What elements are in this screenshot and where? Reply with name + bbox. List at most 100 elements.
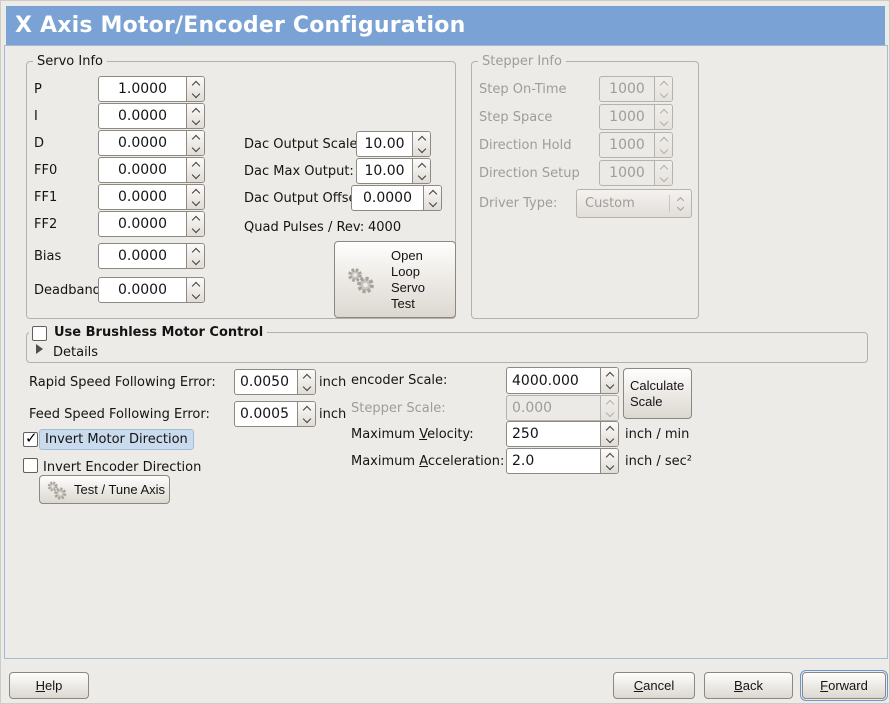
direction-setup-spinner xyxy=(654,161,672,185)
spin-down-button[interactable] xyxy=(601,381,618,394)
chevron-up-icon xyxy=(191,281,200,290)
dac-max-output-input[interactable] xyxy=(357,159,412,183)
dac-output-offset-spinbox xyxy=(351,185,442,211)
cancel-button[interactable]: Cancel xyxy=(613,672,695,699)
servo-p-input[interactable] xyxy=(99,77,186,101)
servo-info-frame-title: Servo Info xyxy=(33,54,107,69)
maximum-acceleration-input[interactable] xyxy=(507,449,600,473)
encoder-scale-spinbox xyxy=(506,367,619,394)
help-button[interactable]: Help xyxy=(9,672,89,699)
spin-up-button[interactable] xyxy=(298,370,315,382)
use-brushless-checkbox[interactable] xyxy=(32,326,47,341)
servo-ff0-input[interactable] xyxy=(99,158,186,182)
back-button[interactable]: Back xyxy=(704,672,793,699)
open-loop-servo-test-button[interactable]: Open Loop Servo Test xyxy=(334,241,456,318)
spin-up-button[interactable] xyxy=(187,244,204,256)
spin-up-button[interactable] xyxy=(187,77,204,89)
chevron-down-icon xyxy=(302,414,311,423)
servo-deadband-input[interactable] xyxy=(99,278,186,302)
chevron-down-icon xyxy=(191,143,200,152)
servo-info-frame: Servo Info xyxy=(26,54,456,319)
direction-setup-input xyxy=(600,161,654,185)
spin-up-button[interactable] xyxy=(424,186,441,198)
encoder-scale-input[interactable] xyxy=(507,368,600,393)
spin-up-button[interactable] xyxy=(601,368,618,381)
spin-up-button[interactable] xyxy=(601,449,618,461)
servo-d-input[interactable] xyxy=(99,131,186,155)
chevron-down-icon xyxy=(302,382,311,391)
spin-down-button[interactable] xyxy=(298,414,315,426)
spin-down-button[interactable] xyxy=(601,434,618,446)
dac-output-offset-input[interactable] xyxy=(352,186,423,210)
dac-output-scale-input[interactable] xyxy=(357,132,412,156)
servo-deadband-spinbox xyxy=(98,277,205,303)
maximum-acceleration-spinner xyxy=(600,449,618,473)
spin-up-button[interactable] xyxy=(187,278,204,290)
test-tune-axis-button[interactable]: Test / Tune Axis xyxy=(39,475,170,504)
servo-ff2-spinner xyxy=(186,212,204,236)
maximum-acceleration-unit: inch / sec² xyxy=(625,454,693,469)
spin-down-button[interactable] xyxy=(187,290,204,302)
spin-down-button[interactable] xyxy=(187,116,204,128)
spin-up-button[interactable] xyxy=(187,104,204,116)
servo-p-spinner xyxy=(186,77,204,101)
spin-up-button[interactable] xyxy=(187,212,204,224)
servo-d-label: D xyxy=(34,136,45,151)
spin-up-button[interactable] xyxy=(413,132,430,144)
servo-ff1-input[interactable] xyxy=(99,185,186,209)
spin-down-button[interactable] xyxy=(187,143,204,155)
chevron-up-icon xyxy=(417,162,426,171)
servo-ff1-label: FF1 xyxy=(34,190,58,205)
spin-down-button[interactable] xyxy=(601,461,618,473)
rapid-following-error-spinner xyxy=(297,370,315,394)
chevron-down-icon xyxy=(191,116,200,125)
feed-following-error-input[interactable] xyxy=(235,402,297,426)
spin-down-button[interactable] xyxy=(298,382,315,394)
spin-down-button xyxy=(601,408,618,420)
spin-down-button[interactable] xyxy=(424,198,441,210)
spin-down-button[interactable] xyxy=(187,170,204,182)
chevron-down-icon xyxy=(605,408,614,417)
servo-bias-input[interactable] xyxy=(99,244,186,268)
spin-up-button[interactable] xyxy=(601,422,618,434)
spin-up-button[interactable] xyxy=(298,402,315,414)
chevron-down-icon xyxy=(191,170,200,179)
spin-down-button[interactable] xyxy=(187,256,204,268)
servo-ff1-spinner xyxy=(186,185,204,209)
calculate-scale-button[interactable]: Calculate Scale xyxy=(623,368,692,419)
dac-max-output-label: Dac Max Output: xyxy=(244,164,354,179)
maximum-velocity-input[interactable] xyxy=(507,422,600,446)
spin-down-button xyxy=(655,173,672,185)
spin-down-button[interactable] xyxy=(187,224,204,236)
chevron-up-icon xyxy=(659,80,668,89)
spin-up-button[interactable] xyxy=(187,185,204,197)
feed-following-error-spinbox xyxy=(234,401,316,427)
spin-up-button[interactable] xyxy=(187,158,204,170)
spin-down-button[interactable] xyxy=(187,89,204,101)
rapid-following-error-input[interactable] xyxy=(235,370,297,394)
invert-encoder-direction-checkbox[interactable] xyxy=(23,458,38,473)
invert-motor-direction-label[interactable]: Invert Motor Direction xyxy=(39,429,194,450)
step-space-label: Step Space xyxy=(479,110,553,125)
invert-encoder-direction-label[interactable]: Invert Encoder Direction xyxy=(43,460,202,475)
expander-triangle-icon[interactable] xyxy=(36,344,43,354)
stepper-scale-spinner xyxy=(600,396,618,420)
servo-ff0-spinner xyxy=(186,158,204,182)
invert-motor-direction-checkbox[interactable] xyxy=(23,429,38,447)
spin-down-button[interactable] xyxy=(413,171,430,183)
spin-down-button[interactable] xyxy=(187,197,204,209)
stepper-scale-label: Stepper Scale: xyxy=(351,401,446,416)
spin-up-button[interactable] xyxy=(187,131,204,143)
spin-down-button[interactable] xyxy=(413,144,430,156)
servo-ff2-spinbox xyxy=(98,211,205,237)
forward-button[interactable]: Forward xyxy=(800,670,888,701)
details-expander-label[interactable]: Details xyxy=(53,345,99,360)
spin-up-button[interactable] xyxy=(413,159,430,171)
servo-ff2-input[interactable] xyxy=(99,212,186,236)
servo-bias-spinbox xyxy=(98,243,205,269)
chevron-up-icon xyxy=(302,373,311,382)
chevron-up-icon xyxy=(191,188,200,197)
chevron-down-icon xyxy=(417,144,426,153)
servo-i-input[interactable] xyxy=(99,104,186,128)
